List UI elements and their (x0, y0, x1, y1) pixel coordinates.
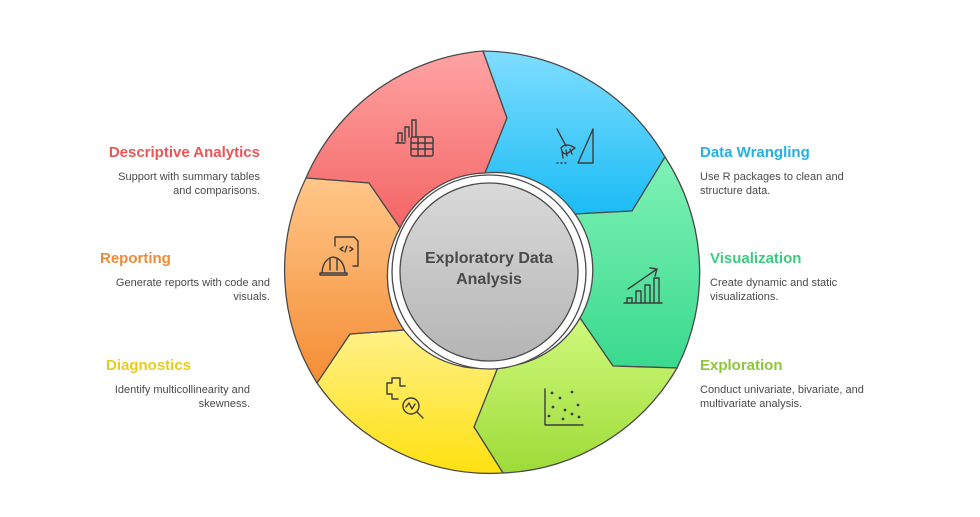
desc-data-wrangling: Use R packages to clean and structure da… (700, 171, 844, 197)
scatter-dots (547, 390, 581, 421)
center-title-line2: Analysis (456, 271, 522, 288)
health-search-icon (386, 377, 424, 419)
desc-descriptive-analytics: Support with summary tables and comparis… (118, 171, 260, 197)
title-exploration: Exploration (700, 357, 783, 374)
code-report-icon (319, 236, 359, 276)
label-data-wrangling: Data Wrangling Use R packages to clean a… (700, 144, 900, 198)
scatter-plot-icon (544, 388, 584, 426)
label-descriptive-analytics: Descriptive Analytics Support with summa… (60, 144, 260, 198)
desc-exploration: Conduct univariate, bivariate, and multi… (700, 384, 864, 410)
label-visualization: Visualization Create dynamic and static … (710, 250, 910, 304)
label-reporting: Reporting (100, 250, 300, 268)
bar-chart-table-icon (395, 119, 434, 157)
title-reporting: Reporting (100, 250, 171, 267)
title-descriptive-analytics: Descriptive Analytics (108, 144, 260, 161)
center-hub[interactable] (399, 182, 579, 362)
desc-reporting: Generate reports with code and visuals. (115, 277, 270, 303)
title-data-wrangling: Data Wrangling (700, 144, 810, 161)
desc-visualization: Create dynamic and static visualizations… (710, 277, 838, 303)
title-diagnostics: Diagnostics (106, 357, 192, 374)
broom-icon (556, 128, 594, 164)
segment-reporting[interactable] (283, 177, 405, 384)
label-diagnostics: Diagnostics (106, 357, 306, 375)
label-exploration: Exploration Conduct univariate, bivariat… (700, 357, 930, 411)
title-visualization: Visualization (710, 250, 802, 267)
desc-diagnostics: Identify multicollinearity and skewness. (114, 384, 250, 410)
center-title-line1: Exploratory Data (424, 250, 554, 267)
growth-chart-icon (623, 267, 663, 304)
center-title: Exploratory Data Analysis (394, 248, 584, 290)
